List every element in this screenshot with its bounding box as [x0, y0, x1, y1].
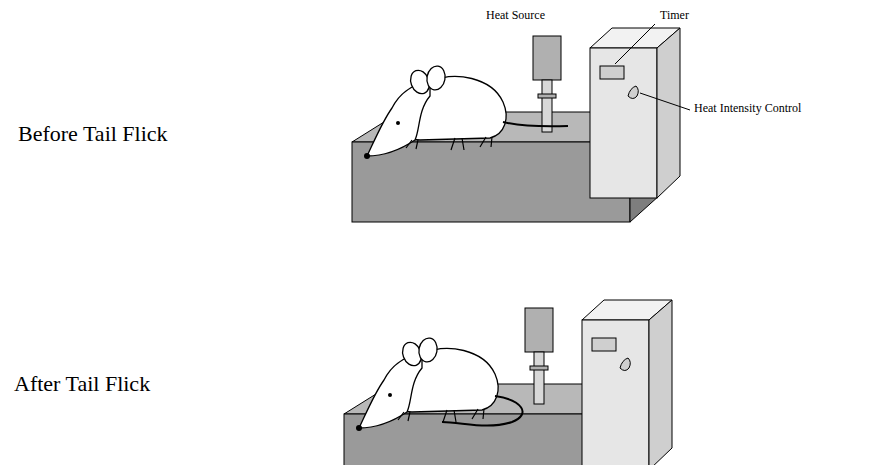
part-label: Heat Intensity Control: [694, 102, 801, 115]
mouse-tail: [442, 396, 523, 426]
leader-line: [615, 24, 655, 64]
part-label: Timer: [660, 9, 689, 22]
apparatus: [344, 300, 672, 465]
mouse: [356, 337, 498, 431]
apparatus: [352, 28, 680, 222]
part-label: Heat Source: [486, 9, 545, 22]
leader-line: [640, 93, 690, 110]
mouse: [364, 65, 506, 159]
mouse-tail: [503, 122, 568, 126]
scene-title: Before Tail Flick: [18, 122, 168, 146]
scene-title: After Tail Flick: [14, 372, 150, 396]
